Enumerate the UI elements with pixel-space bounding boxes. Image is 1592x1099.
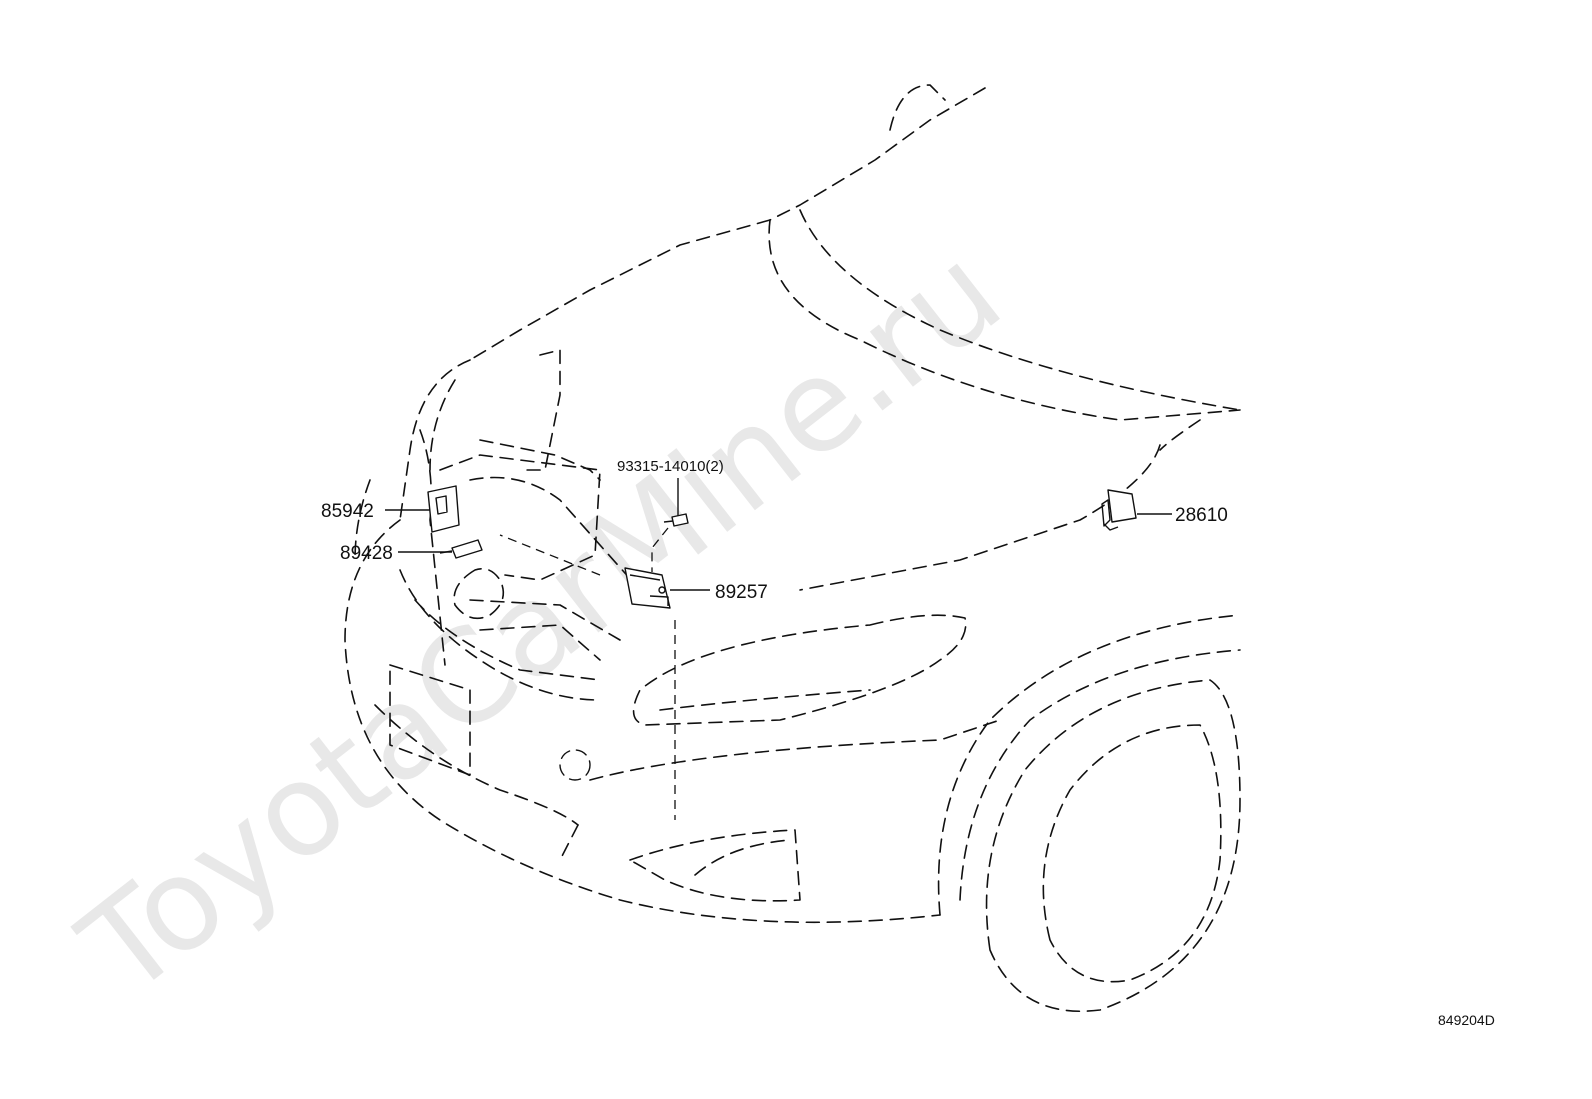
sensor-harness-line bbox=[469, 476, 641, 591]
grille-upper bbox=[399, 569, 601, 701]
hood-rear-edge bbox=[469, 219, 771, 361]
part-89257-body bbox=[624, 567, 671, 609]
callout-89428: 89428 bbox=[340, 543, 393, 564]
part-89428-drawing bbox=[439, 539, 483, 559]
headlamp-inner bbox=[659, 689, 871, 711]
part-89257-connector bbox=[649, 595, 669, 606]
bumper-side bbox=[354, 479, 371, 561]
engine-cover-outline bbox=[439, 454, 601, 581]
wheel-arch-outer bbox=[937, 614, 1241, 916]
part-93315-head bbox=[671, 513, 689, 527]
callout-89257: 89257 bbox=[715, 582, 768, 603]
mirror-outline bbox=[889, 84, 946, 131]
car-outline bbox=[344, 84, 1241, 1012]
part-28610-side bbox=[1101, 499, 1111, 527]
part-89428-body bbox=[451, 539, 483, 559]
tow-hook-cover bbox=[559, 749, 591, 781]
radiator-stay bbox=[519, 349, 561, 471]
callout-28610: 28610 bbox=[1175, 505, 1228, 526]
hood-front-left bbox=[399, 359, 471, 521]
wheel-rim bbox=[1042, 724, 1222, 983]
wheel-arch-inner bbox=[959, 649, 1241, 901]
diagram-reference-number: 849204D bbox=[1438, 1012, 1495, 1028]
part-28610-body bbox=[1107, 489, 1137, 523]
grille-bar bbox=[469, 599, 621, 641]
tire-outline bbox=[985, 679, 1241, 1012]
hood-crease-2 bbox=[799, 209, 1241, 411]
fog-lamp-inner bbox=[694, 839, 791, 876]
lower-bumper-end bbox=[559, 824, 579, 861]
fog-lamp-outline bbox=[629, 829, 801, 902]
fender-top-right bbox=[1159, 419, 1201, 451]
part-28610-drawing bbox=[1101, 489, 1137, 531]
part-85942-drawing bbox=[427, 485, 460, 533]
part-89257-mount bbox=[658, 586, 666, 594]
part-89257-drawing bbox=[624, 567, 671, 609]
part-85942-detail bbox=[435, 495, 448, 515]
part-28610-terminal bbox=[1103, 523, 1119, 531]
grille-mid bbox=[414, 599, 601, 681]
body-side-line bbox=[589, 719, 1001, 781]
windshield-edge bbox=[769, 87, 986, 221]
dashed-screw-locator bbox=[651, 527, 669, 572]
hood-front-inner bbox=[429, 379, 456, 471]
radiator-support-top bbox=[479, 439, 601, 481]
hood-crease bbox=[768, 219, 1241, 421]
lower-bumper bbox=[374, 704, 579, 826]
front-bumper-outline bbox=[344, 519, 941, 924]
dashed-locator-line-2 bbox=[499, 534, 601, 576]
callout-85942: 85942 bbox=[321, 501, 374, 522]
part-93315-drawing bbox=[663, 513, 689, 527]
part-89257-rib bbox=[629, 574, 661, 581]
fender-top bbox=[799, 444, 1161, 591]
callout-93315: 93315-14010(2) bbox=[617, 458, 724, 475]
part-85942-body bbox=[427, 485, 460, 533]
part-93315-thread bbox=[663, 520, 674, 523]
grille-bar-2 bbox=[479, 624, 601, 661]
headlamp-outline bbox=[632, 614, 967, 726]
horn-outline bbox=[453, 567, 505, 620]
